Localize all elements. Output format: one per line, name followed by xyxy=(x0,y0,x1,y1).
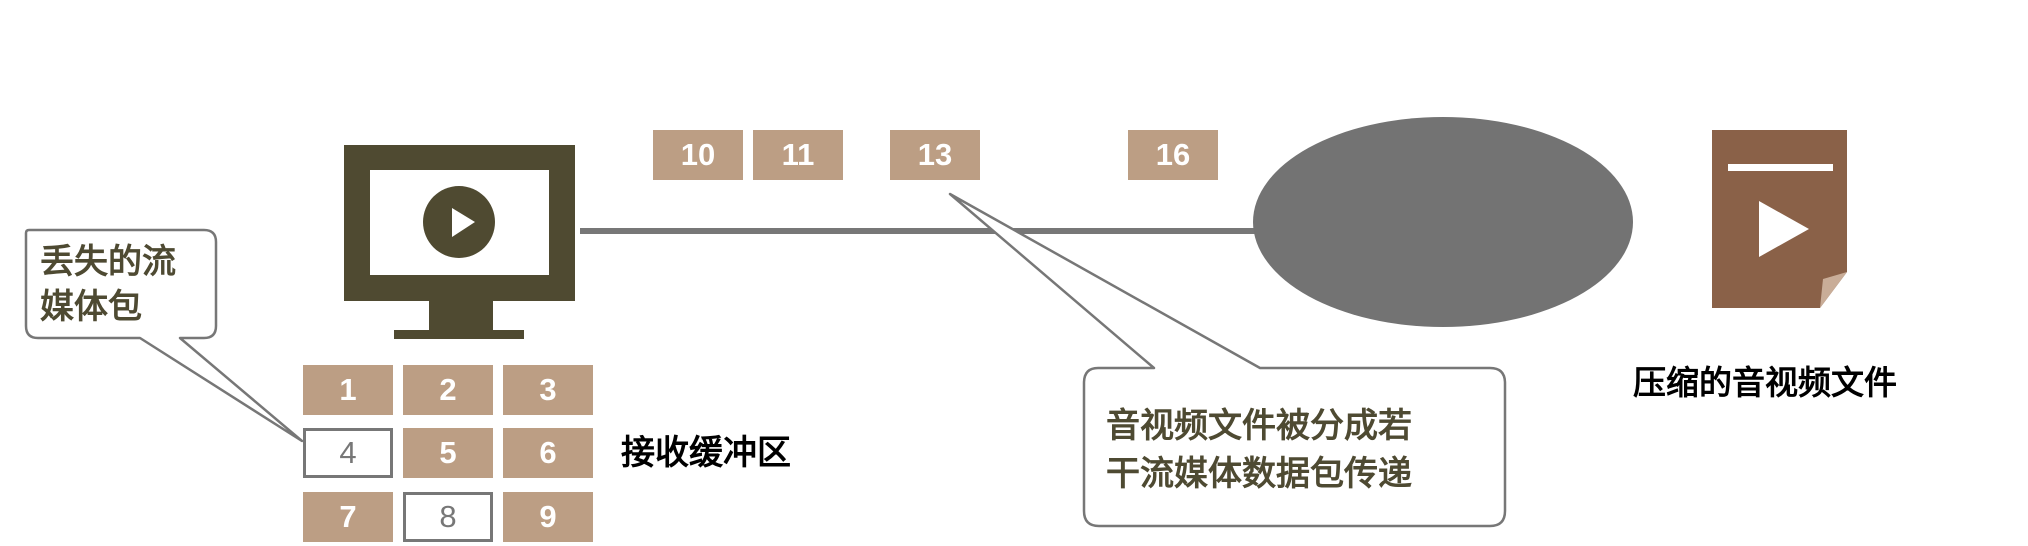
monitor-play-icon xyxy=(344,145,575,339)
compressed-file-label: 压缩的音视频文件 xyxy=(1633,363,1897,402)
packets-callout-text: 音视频文件被分成若 干流媒体数据包传递 xyxy=(1106,406,1412,494)
transit-packet: 11 xyxy=(753,130,843,180)
buffer-packet: 5 xyxy=(403,428,493,478)
buffer-packet: 2 xyxy=(403,365,493,415)
transit-packet: 13 xyxy=(890,130,980,180)
buffer-packet: 7 xyxy=(303,492,393,542)
buffer-packet: 6 xyxy=(503,428,593,478)
buffer-packet: 9 xyxy=(503,492,593,542)
receive-buffer-label: 接收缓冲区 xyxy=(621,433,791,473)
buffer-packet: 1 xyxy=(303,365,393,415)
lost-packets-callout xyxy=(24,228,304,443)
buffer-packet: 3 xyxy=(503,365,593,415)
video-file-icon xyxy=(1712,130,1847,308)
lost-packets-callout-text: 丢失的流 媒体包 xyxy=(40,242,176,327)
transit-packet: 16 xyxy=(1128,130,1218,180)
transit-packet: 10 xyxy=(653,130,743,180)
lost-buffer-packet: 8 xyxy=(403,492,493,542)
packets-callout xyxy=(948,192,1507,528)
lost-buffer-packet: 4 xyxy=(303,428,393,478)
network-cloud xyxy=(1253,117,1633,327)
